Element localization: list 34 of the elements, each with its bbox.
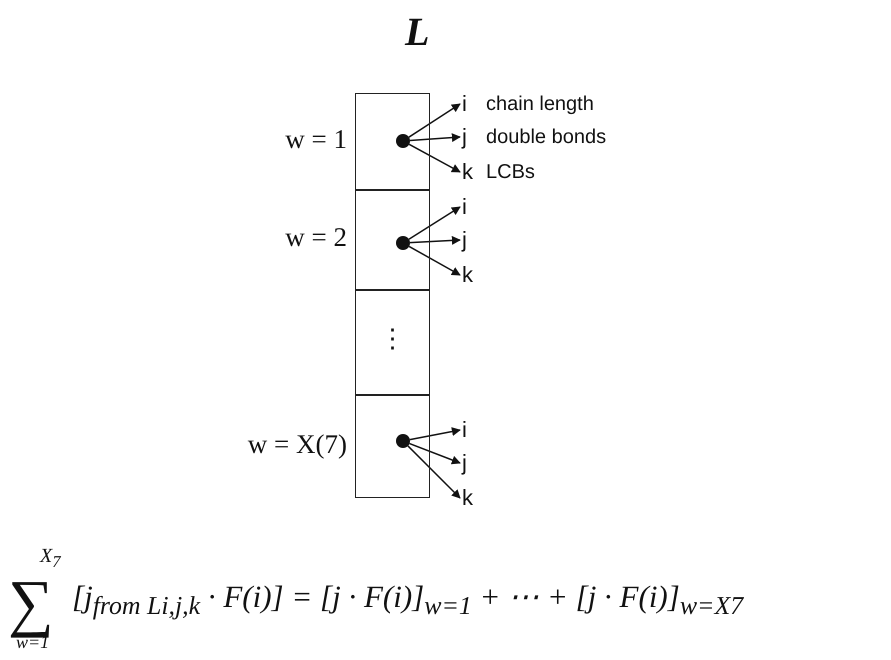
index-letter: i — [462, 418, 467, 442]
arrow — [408, 144, 461, 173]
row-label: w = 2 — [285, 222, 347, 253]
table-cell — [355, 395, 430, 498]
bullet-dot — [396, 236, 410, 250]
arrow — [408, 206, 461, 240]
field-description: double bonds — [486, 125, 606, 149]
index-letter: i — [462, 92, 467, 116]
arrow — [408, 246, 461, 276]
arrow — [409, 442, 461, 464]
table-cell — [355, 93, 430, 190]
bullet-dot — [396, 434, 410, 448]
arrow — [410, 236, 461, 245]
upper-limit: X$_{7}$ — [40, 545, 61, 572]
row-label: w = 1 — [285, 124, 347, 154]
diagram-title: L — [405, 8, 430, 55]
arrow — [410, 133, 461, 142]
field-description: chain length — [486, 92, 594, 116]
index-letter: k — [462, 160, 473, 184]
arrow — [410, 427, 461, 440]
index-letter: j — [462, 125, 467, 149]
arrow — [407, 445, 461, 499]
row-label: w = X(7) — [248, 428, 347, 460]
bullet-dot — [396, 134, 410, 148]
ellipsis-text: ⋮ — [378, 323, 406, 354]
index-letter: k — [462, 486, 473, 510]
index-letter: j — [462, 228, 467, 252]
table-cell — [355, 290, 430, 395]
table-cell — [355, 190, 430, 290]
index-letter: j — [462, 451, 467, 475]
index-letter: i — [462, 195, 467, 219]
field-description: LCBs — [486, 160, 535, 184]
arrow — [408, 103, 461, 138]
index-letter: k — [462, 263, 473, 287]
